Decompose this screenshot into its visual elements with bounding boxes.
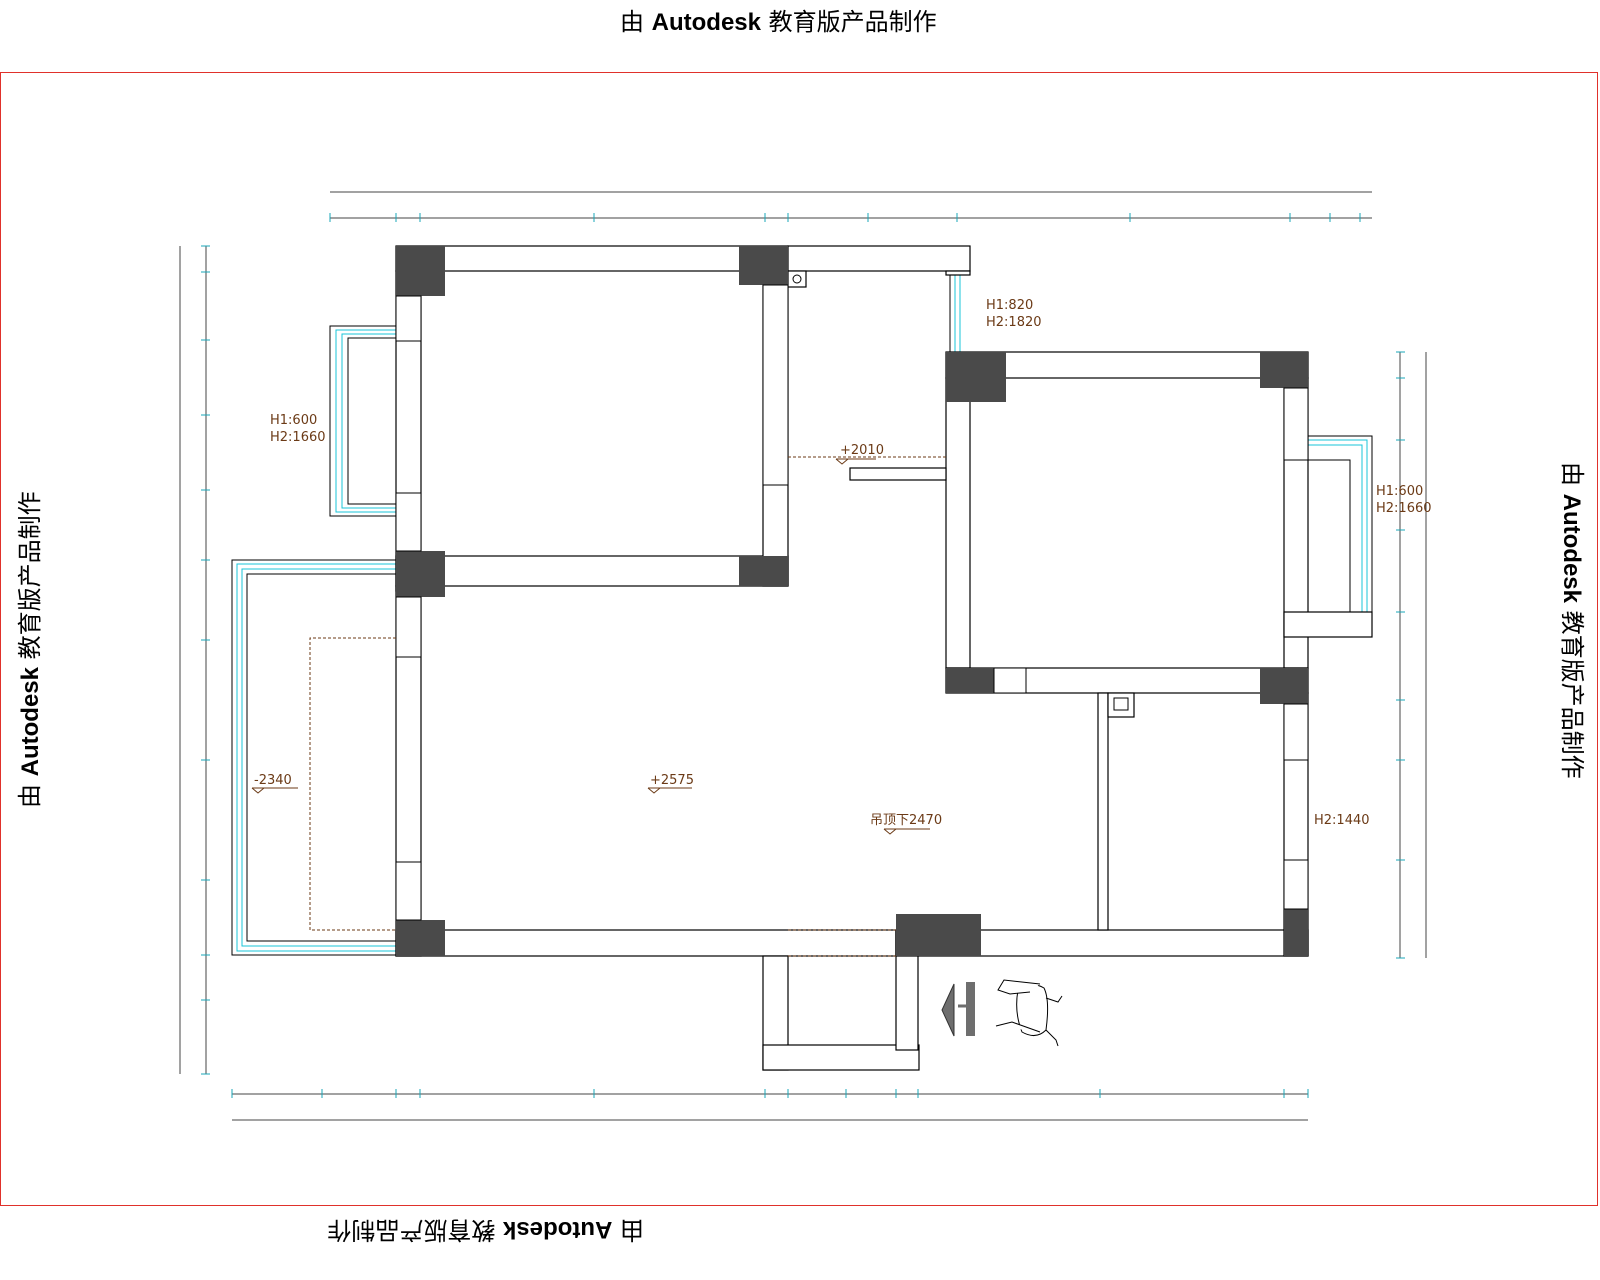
windows	[231, 275, 1373, 956]
structural-columns	[396, 246, 1308, 956]
label-level-corridor: +2010	[840, 443, 884, 458]
dashed-lines	[309, 456, 946, 957]
drawing-frame	[0, 72, 1598, 1206]
label-ceiling-living: 吊顶下2470	[870, 813, 942, 828]
label-win-bedroom1-h2: H2:1660	[270, 430, 326, 445]
plan-labels: H1:600 H2:1660 H1:820 H2:1820 H1:600 H2:…	[254, 298, 1432, 828]
fixture-icon	[792, 274, 1129, 711]
label-win-right-h2: H2:1440	[1314, 813, 1370, 828]
label-win-bedroom2-h2: H2:1660	[1376, 501, 1432, 516]
label-win-bedroom1-h1: H1:600	[270, 413, 317, 428]
level-markers	[251, 458, 930, 835]
label-level-balcony: -2340	[254, 773, 292, 788]
watermark-top: 由 Autodesk 教育版产品制作	[620, 8, 937, 36]
dimension-lines	[179, 191, 1427, 1121]
label-win-bedroom2-h1: H1:600	[1376, 484, 1423, 499]
walls	[395, 245, 1373, 1071]
label-win-top-h2: H2:1820	[986, 315, 1042, 330]
wall-openings	[395, 284, 1309, 921]
label-win-top-h1: H1:820	[986, 298, 1033, 313]
person-icon	[995, 979, 1063, 1047]
label-level-living: +2575	[650, 773, 694, 788]
entry-arrow-icon	[941, 982, 975, 1037]
